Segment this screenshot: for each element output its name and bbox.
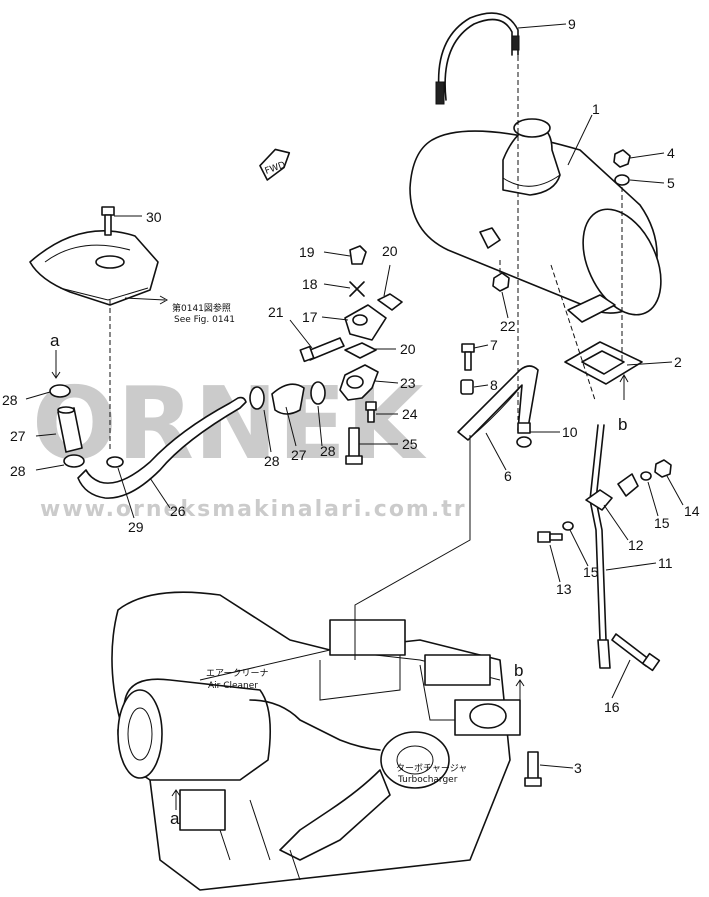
callout-10: 10: [562, 424, 578, 440]
callout-18: 18: [302, 276, 318, 292]
clamp-28-left-upper: [49, 384, 71, 398]
clamp-28-center-left: [249, 386, 265, 410]
leader-lines: [25, 23, 684, 769]
callout-27b: 27: [291, 447, 307, 463]
callout-1: 1: [592, 101, 600, 117]
hose-27-center: [271, 383, 305, 415]
gasket-20-upper: [377, 293, 403, 311]
muffler-strap: [435, 12, 520, 105]
bolt-13: [537, 531, 563, 543]
ref-a-bottom: a: [170, 809, 180, 828]
washer-8: [460, 379, 474, 395]
callout-26: 26: [170, 503, 186, 519]
bolt-30: [101, 206, 115, 236]
washer-15b: [640, 471, 652, 481]
engine: [111, 591, 521, 891]
callout-14: 14: [684, 503, 700, 519]
callout-19: 19: [299, 244, 315, 260]
gasket-20-lower: [344, 342, 377, 359]
clip-bracket: [617, 473, 639, 497]
gasket: [564, 341, 643, 385]
ref-a-top: a: [50, 331, 60, 350]
clamp-28-center-right: [310, 381, 326, 405]
muffler: [409, 118, 662, 316]
callout-22: 22: [500, 318, 516, 334]
callout-30: 30: [146, 209, 162, 225]
clip-12: [585, 489, 613, 511]
callout-16: 16: [604, 699, 620, 715]
callout-2: 2: [674, 354, 682, 370]
dust-cover: [29, 229, 159, 306]
callout-24: 24: [402, 406, 418, 422]
see-fig-jp: 第0141図参照: [172, 302, 231, 314]
ref-b-right: b: [618, 415, 627, 434]
callout-20a: 20: [382, 243, 398, 259]
callout-21: 21: [268, 304, 284, 320]
hose-27-left: [57, 406, 83, 453]
nut-22: [492, 272, 510, 292]
washer-15a: [562, 521, 574, 531]
callout-11: 11: [658, 555, 673, 571]
nut-4: [613, 149, 631, 168]
callout-4: 4: [667, 145, 675, 161]
callout-23: 23: [400, 375, 416, 391]
bolt-7: [461, 343, 475, 371]
callout-15a: 15: [583, 564, 599, 580]
bolt-16: [611, 633, 661, 672]
plug-19: [349, 245, 367, 265]
air-pipe-26: [77, 396, 247, 499]
ref-b-turbo: b: [514, 661, 523, 680]
tube-11: [589, 424, 611, 669]
nut-14: [654, 459, 672, 478]
nut-10: [516, 422, 532, 448]
turbo-jp: ターボチャージャ: [396, 763, 467, 774]
callout-15b: 15: [654, 515, 670, 531]
clamp-28-left-lower: [63, 454, 85, 468]
turbo-en: Turbocharger: [397, 775, 458, 785]
callout-27a: 27: [10, 428, 26, 444]
bolt-24: [365, 401, 377, 423]
callout-28d: 28: [320, 443, 336, 459]
callout-9: 9: [568, 16, 576, 32]
bolt-3: [524, 751, 542, 787]
fitting-18: [349, 281, 365, 297]
callout-28c: 28: [264, 453, 280, 469]
air-cleaner-jp: エアークリーナ: [206, 668, 268, 679]
callout-25: 25: [402, 436, 418, 452]
watermark-url: www.orneksmakinalari.com.tr: [40, 497, 467, 522]
callout-12: 12: [628, 537, 644, 553]
callout-20b: 20: [400, 341, 416, 357]
callout-8: 8: [490, 377, 498, 393]
stud-25: [345, 427, 363, 465]
forward-arrow: FWD: [259, 148, 291, 181]
elbow-23: [339, 364, 379, 401]
bolt-21: [299, 337, 345, 363]
callout-5: 5: [667, 175, 675, 191]
callout-28a: 28: [2, 392, 18, 408]
callout-17: 17: [302, 309, 318, 325]
outlet-flange: [567, 294, 616, 323]
callout-13: 13: [556, 581, 572, 597]
clamp-29: [106, 456, 124, 468]
callout-29: 29: [128, 519, 144, 535]
adapter-17: [344, 304, 387, 341]
callout-6: 6: [504, 468, 512, 484]
callout-3: 3: [574, 760, 582, 776]
see-fig-en: See Fig. 0141: [174, 315, 235, 325]
callout-7: 7: [490, 337, 498, 353]
washer-5: [614, 174, 630, 186]
leader-bracket-to-engine: [354, 435, 471, 660]
callout-28b: 28: [10, 463, 26, 479]
air-cleaner-en: Air Cleaner: [208, 681, 258, 691]
